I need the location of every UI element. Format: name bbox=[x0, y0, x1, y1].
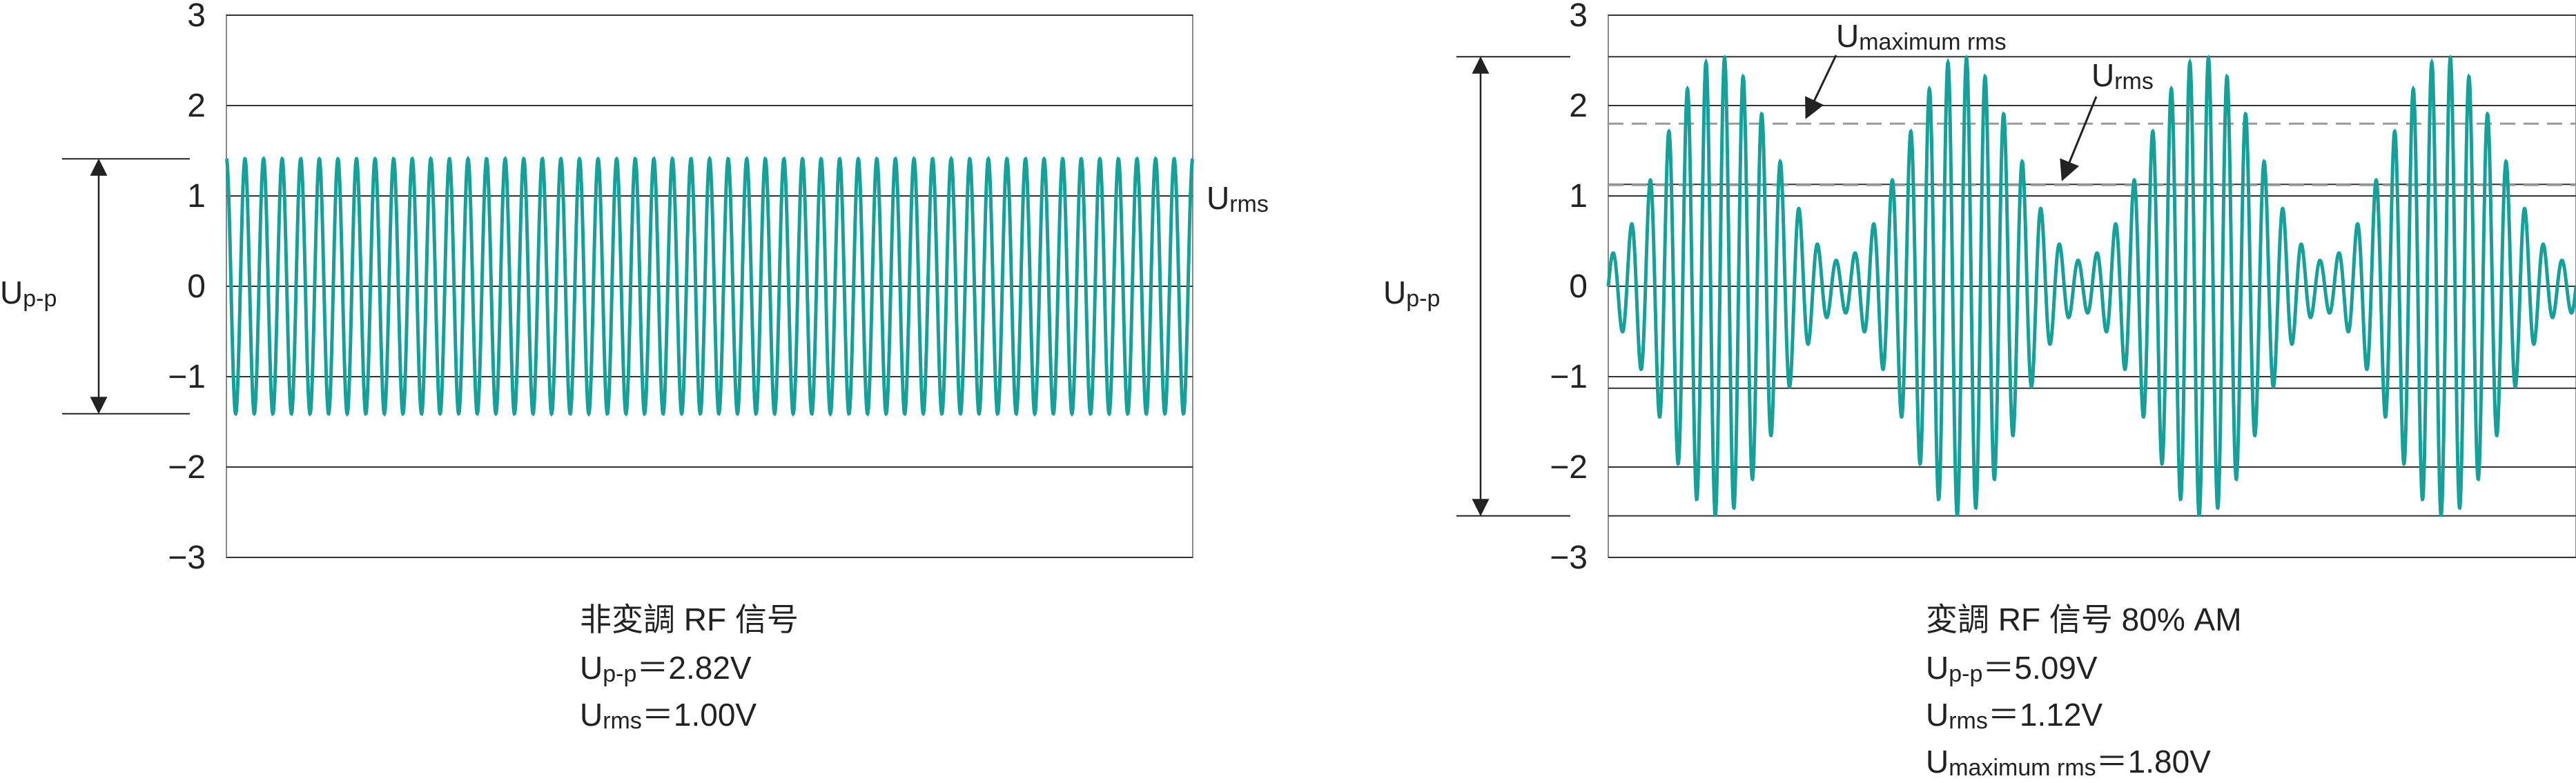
y-tick-label: −1 bbox=[168, 359, 206, 395]
left-caption-urms: Urms＝1.00V bbox=[580, 697, 757, 734]
right-y-ticks: 3 2 1 0 −1 −2 −3 bbox=[1550, 0, 1588, 576]
right-upp-indicator bbox=[1456, 56, 1570, 517]
right-caption-upp: Up-p＝5.09V bbox=[1926, 650, 2098, 687]
right-urms-label: Urms bbox=[2091, 57, 2154, 95]
y-tick-label: 3 bbox=[1569, 0, 1588, 34]
y-tick-label: −2 bbox=[168, 449, 206, 486]
right-caption-urms: Urms＝1.12V bbox=[1926, 697, 2102, 734]
y-tick-label: 3 bbox=[187, 0, 206, 34]
umax-arrow bbox=[1805, 54, 1837, 119]
urms-arrow bbox=[2060, 96, 2098, 181]
right-caption-title: 変調 RF 信号 80% AM bbox=[1926, 602, 2242, 637]
y-tick-label: 1 bbox=[1569, 178, 1588, 215]
left-upp-indicator bbox=[62, 158, 190, 415]
y-tick-label: −3 bbox=[168, 539, 206, 576]
y-tick-label: 0 bbox=[187, 268, 206, 305]
left-caption-upp: Up-p＝2.82V bbox=[580, 650, 752, 687]
left-upp-label: Up-p bbox=[0, 275, 57, 312]
unmodulated-chart: 3 2 1 0 −1 −2 −3 Up-p Urms 非変調 RF 信号 Up-p＝2.82… bbox=[0, 0, 1269, 734]
left-urms-label: Urms bbox=[1207, 180, 1269, 217]
y-tick-label: 2 bbox=[1569, 88, 1588, 124]
y-tick-label: 1 bbox=[187, 178, 206, 215]
y-tick-label: −1 bbox=[1550, 359, 1588, 395]
y-tick-label: −3 bbox=[1550, 539, 1588, 576]
left-y-ticks: 3 2 1 0 −1 −2 −3 bbox=[168, 0, 206, 576]
modulated-chart: 3 2 1 0 −1 −2 −3 Up-p Umaximum rms Urms 変調 RF … bbox=[1383, 0, 2576, 781]
y-tick-label: 0 bbox=[1569, 268, 1588, 305]
left-caption-title: 非変調 RF 信号 bbox=[580, 602, 799, 637]
right-umax-label: Umaximum rms bbox=[1836, 18, 2007, 55]
right-caption-umax: Umaximum rms＝1.80V bbox=[1926, 744, 2211, 781]
y-tick-label: −2 bbox=[1550, 449, 1588, 486]
right-upp-label: Up-p bbox=[1383, 275, 1440, 312]
unmodulated-signal-line bbox=[224, 155, 1195, 417]
modulated-signal-line bbox=[1606, 54, 2576, 517]
y-tick-label: 2 bbox=[187, 88, 206, 124]
